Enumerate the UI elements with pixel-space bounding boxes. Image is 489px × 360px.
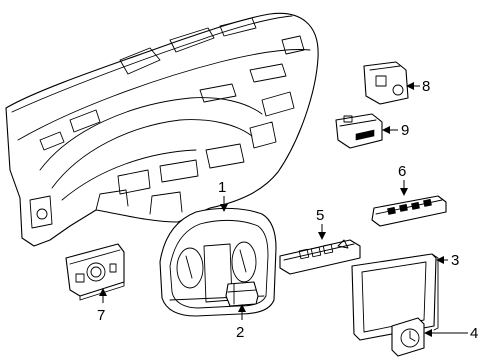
callout-1: 1 (218, 179, 226, 196)
callout-5: 5 (316, 207, 324, 224)
analog-clock (391, 317, 425, 357)
callout-7: 7 (97, 307, 105, 324)
relay-module (363, 61, 409, 105)
callout-9: 9 (401, 122, 409, 139)
callout-4: 4 (470, 325, 478, 342)
control-switch-panel (279, 239, 361, 275)
rocker-switch (335, 113, 383, 149)
callout-3: 3 (451, 252, 459, 269)
instrument-cluster (159, 207, 277, 317)
callout-2: 2 (236, 324, 244, 341)
callout-6: 6 (398, 163, 406, 180)
headlamp-switch (65, 243, 125, 301)
callout-labels: 1 2 3 4 5 6 7 8 9 (97, 78, 478, 342)
dashboard-panel (5, 12, 319, 247)
callout-8: 8 (422, 78, 430, 95)
small-switch (225, 281, 259, 307)
button-strip (371, 195, 447, 227)
callout-lines (99, 82, 468, 337)
